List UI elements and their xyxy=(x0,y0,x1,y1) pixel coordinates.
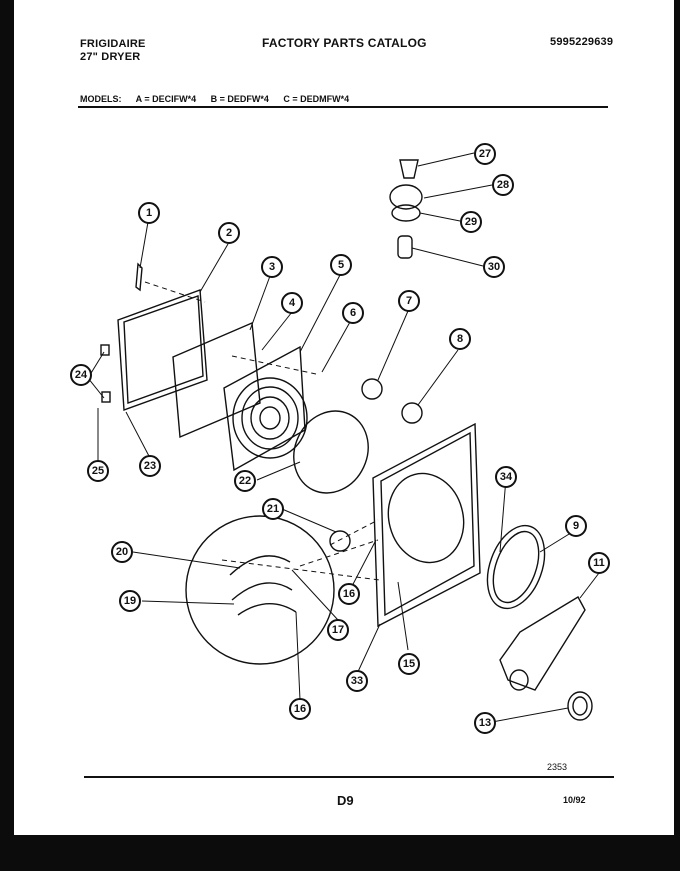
callout-30: 30 xyxy=(483,256,505,278)
model-c: C = DEDMFW*4 xyxy=(283,94,350,104)
models-label: MODELS: xyxy=(80,94,122,104)
switch-bracket xyxy=(401,402,423,424)
brand-name: FRIGIDAIRE xyxy=(80,38,146,50)
door-catch xyxy=(329,530,351,552)
callout-1: 1 xyxy=(138,202,160,224)
drawing-number: 2353 xyxy=(547,762,568,772)
scan-edge-right xyxy=(674,0,680,871)
callout-5: 5 xyxy=(330,254,352,276)
catalog-title: FACTORY PARTS CATALOG xyxy=(262,36,427,50)
callout-17: 17 xyxy=(327,619,349,641)
door-handle xyxy=(135,262,143,292)
product-name: 27" DRYER xyxy=(80,51,141,63)
door-gasket xyxy=(293,410,369,494)
callout-7: 7 xyxy=(398,290,420,312)
callout-2: 2 xyxy=(218,222,240,244)
header-rule xyxy=(78,106,608,108)
callout-29: 29 xyxy=(460,211,482,233)
callout-13: 13 xyxy=(474,712,496,734)
callout-15: 15 xyxy=(398,653,420,675)
scan-edge-bottom xyxy=(0,835,680,871)
callout-16-lower: 16 xyxy=(289,698,311,720)
callout-11: 11 xyxy=(588,552,610,574)
lamp-cover xyxy=(397,235,413,259)
callout-22: 22 xyxy=(234,470,256,492)
models-line: MODELS: A = DECIFW*4 B = DEDFW*4 C = DED… xyxy=(80,94,361,104)
model-a: A = DECIFW*4 xyxy=(135,94,197,104)
callout-25: 25 xyxy=(87,460,109,482)
hinge-detail-lower xyxy=(231,582,293,601)
front-panel xyxy=(372,422,481,628)
hinge-detail-upper xyxy=(229,555,291,576)
callout-33: 33 xyxy=(346,670,368,692)
outer-door-panel xyxy=(117,289,208,411)
part-number: 5995229639 xyxy=(550,36,614,48)
socket-ring xyxy=(391,204,421,222)
inner-door-panel xyxy=(172,321,261,439)
model-b: B = DEDFW*4 xyxy=(210,94,269,104)
callout-16-upper: 16 xyxy=(338,583,360,605)
callout-21: 21 xyxy=(262,498,284,520)
callout-4: 4 xyxy=(281,292,303,314)
callout-19: 19 xyxy=(119,590,141,612)
callout-28: 28 xyxy=(492,174,514,196)
duct-seal xyxy=(567,691,593,721)
scan-edge-left xyxy=(0,0,14,871)
callout-3: 3 xyxy=(261,256,283,278)
hinge-top xyxy=(100,344,110,356)
exhaust-duct xyxy=(499,596,586,691)
callout-24: 24 xyxy=(70,364,92,386)
callout-9: 9 xyxy=(565,515,587,537)
callout-20: 20 xyxy=(111,541,133,563)
print-date: 10/92 xyxy=(563,795,586,805)
callout-6: 6 xyxy=(342,302,364,324)
light-bulb xyxy=(399,159,419,179)
magnified-detail-circle xyxy=(185,515,335,665)
callout-23: 23 xyxy=(139,455,161,477)
bearing-ring xyxy=(486,524,546,610)
door-opening xyxy=(387,472,465,564)
brand-block: FRIGIDAIRE 27" DRYER xyxy=(80,38,146,64)
callout-8: 8 xyxy=(449,328,471,350)
door-switch xyxy=(361,378,383,400)
hinge-bottom xyxy=(101,391,111,403)
callout-27: 27 xyxy=(474,143,496,165)
callout-34: 34 xyxy=(495,466,517,488)
footer-rule xyxy=(84,776,614,778)
light-socket xyxy=(389,184,423,210)
lint-screen xyxy=(232,377,308,459)
page-number: D9 xyxy=(337,793,354,808)
